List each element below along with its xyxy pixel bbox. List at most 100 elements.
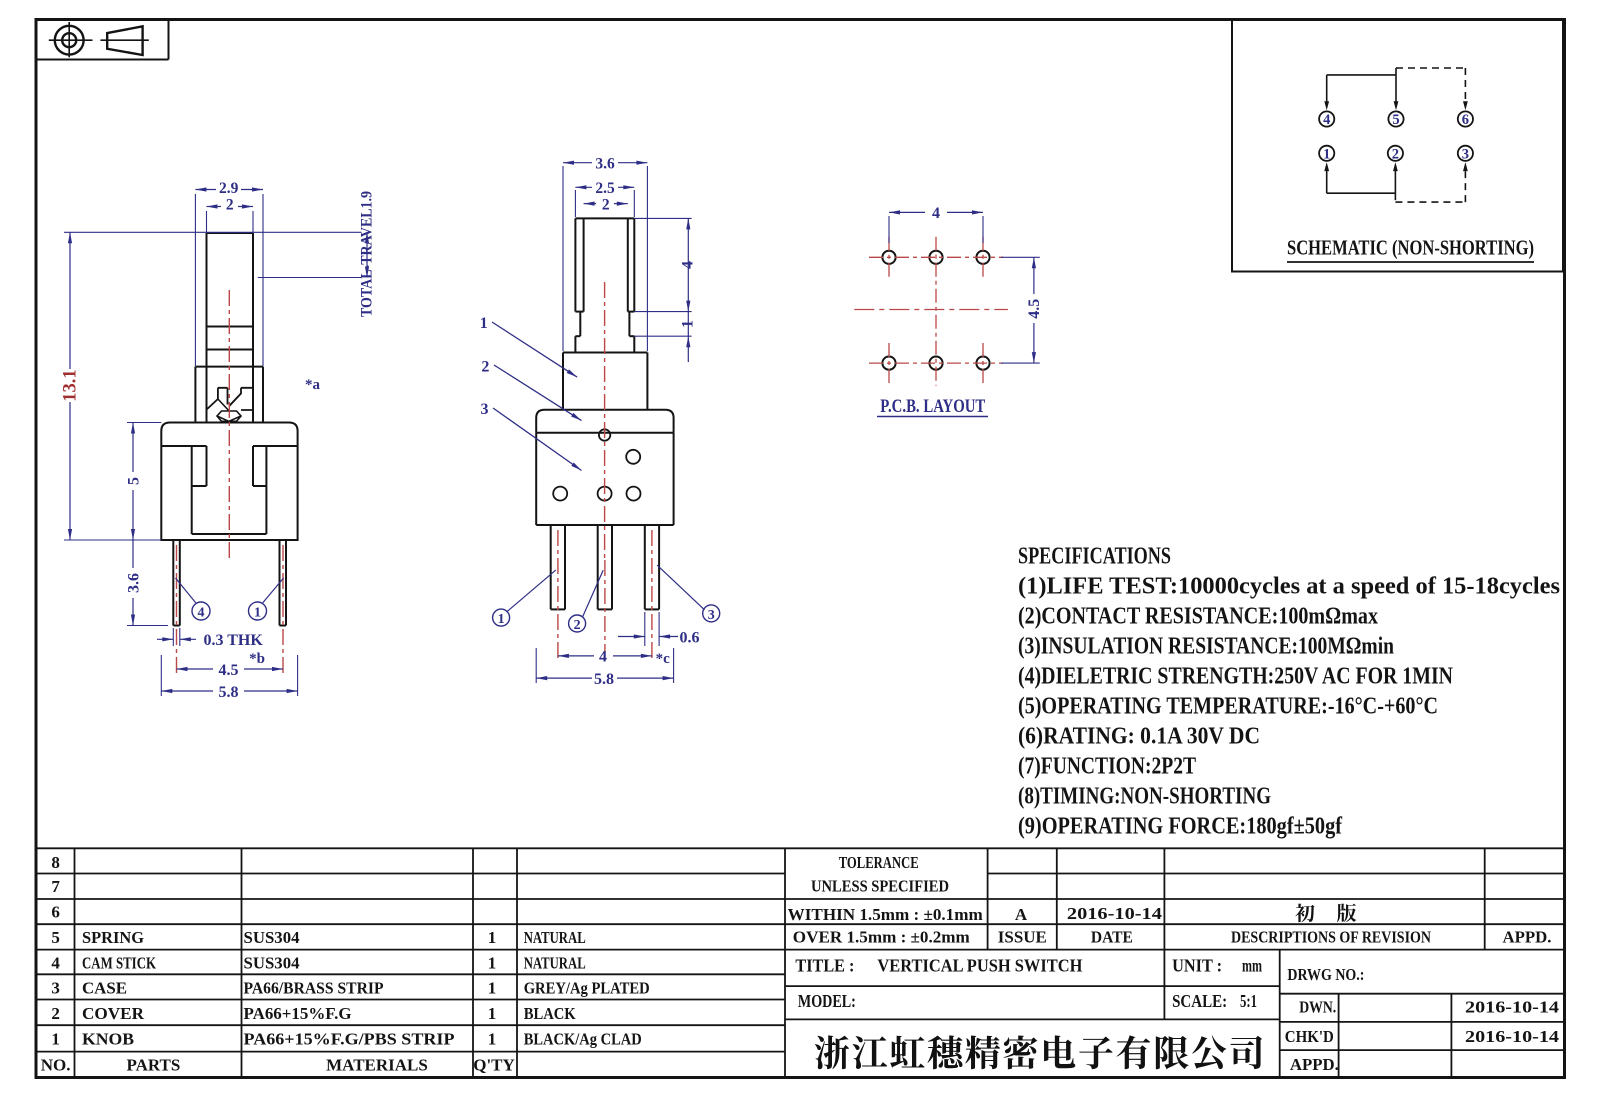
svg-text:SPRING: SPRING <box>82 928 144 947</box>
svg-text:4: 4 <box>51 953 60 972</box>
svg-text:2: 2 <box>1392 147 1399 163</box>
svg-text:4: 4 <box>1323 112 1330 128</box>
svg-text:3: 3 <box>1462 147 1469 163</box>
svg-text:DRWG NO.:: DRWG NO.: <box>1287 965 1364 984</box>
svg-text:1: 1 <box>488 953 497 972</box>
svg-text:2.9: 2.9 <box>219 180 239 197</box>
svg-text:PA66+15%F.G: PA66+15%F.G <box>244 1004 352 1023</box>
svg-text:(2)CONTACT RESISTANCE:100mΩmax: (2)CONTACT RESISTANCE:100mΩmax <box>1018 604 1378 630</box>
svg-text:(9)OPERATING FORCE:180gf±50gf: (9)OPERATING FORCE:180gf±50gf <box>1018 814 1343 840</box>
svg-text:4.5: 4.5 <box>1026 299 1043 319</box>
svg-text:APPD.: APPD. <box>1503 928 1552 947</box>
svg-text:TOTAL-TRAVEL1.9: TOTAL-TRAVEL1.9 <box>359 191 376 317</box>
svg-text:MODEL:: MODEL: <box>798 991 856 1011</box>
svg-text:DESCRIPTIONS OF REVISION: DESCRIPTIONS OF REVISION <box>1231 928 1432 947</box>
svg-text:1: 1 <box>488 1029 497 1048</box>
svg-text:BLACK: BLACK <box>524 1004 577 1023</box>
svg-text:6: 6 <box>51 903 60 922</box>
svg-text:OVER 1.5mm : ±0.2mm: OVER 1.5mm : ±0.2mm <box>793 928 970 947</box>
svg-text:5: 5 <box>1392 112 1399 128</box>
svg-text:SUS304: SUS304 <box>244 953 300 972</box>
svg-text:*c: *c <box>656 651 671 667</box>
svg-text:CAM STICK: CAM STICK <box>82 953 157 972</box>
svg-text:3: 3 <box>708 608 715 623</box>
svg-text:(5)OPERATING TEMPERATURE:-16°C: (5)OPERATING TEMPERATURE:-16°C-+60°C <box>1018 694 1438 720</box>
svg-text:13.1: 13.1 <box>61 369 81 401</box>
svg-text:2.5: 2.5 <box>595 180 615 197</box>
svg-text:(8)TIMING:NON-SHORTING: (8)TIMING:NON-SHORTING <box>1018 784 1271 810</box>
svg-text:4: 4 <box>198 606 205 621</box>
svg-text:P.C.B. LAYOUT: P.C.B. LAYOUT <box>880 396 985 417</box>
svg-text:DATE: DATE <box>1091 928 1133 947</box>
svg-text:(6)RATING: 0.1A 30V DC: (6)RATING: 0.1A 30V DC <box>1018 724 1260 750</box>
svg-text:6: 6 <box>1462 112 1469 128</box>
svg-text:SCHEMATIC (NON-SHORTING): SCHEMATIC (NON-SHORTING) <box>1287 236 1534 260</box>
svg-text:KNOB: KNOB <box>82 1029 134 1048</box>
svg-text:(7)FUNCTION:2P2T: (7)FUNCTION:2P2T <box>1018 754 1196 780</box>
svg-text:*a: *a <box>305 377 321 393</box>
svg-text:GREY/Ag PLATED: GREY/Ag PLATED <box>524 979 650 998</box>
svg-text:MATERIALS: MATERIALS <box>326 1056 428 1075</box>
svg-text:4.5: 4.5 <box>219 662 239 679</box>
svg-text:7: 7 <box>51 877 60 896</box>
svg-text:5.8: 5.8 <box>594 671 614 688</box>
svg-text:0.3 THK: 0.3 THK <box>204 632 264 649</box>
svg-text:PA66/BRASS STRIP: PA66/BRASS STRIP <box>244 979 384 998</box>
svg-text:4: 4 <box>680 261 697 269</box>
svg-text:5:1: 5:1 <box>1240 991 1257 1011</box>
svg-text:4: 4 <box>932 205 940 222</box>
svg-text:1: 1 <box>498 612 505 627</box>
svg-text:WITHIN 1.5mm : ±0.1mm: WITHIN 1.5mm : ±0.1mm <box>788 905 983 924</box>
svg-text:1: 1 <box>488 979 497 998</box>
svg-text:TITLE :: TITLE : <box>795 956 854 976</box>
svg-text:NATURAL: NATURAL <box>524 953 586 972</box>
svg-text:BLACK/Ag CLAD: BLACK/Ag CLAD <box>524 1029 642 1048</box>
svg-text:2: 2 <box>481 359 489 376</box>
svg-text:5: 5 <box>51 928 60 947</box>
svg-text:(1)LIFE TEST:10000cycles at a: (1)LIFE TEST:10000cycles at a speed of 1… <box>1018 574 1560 600</box>
svg-text:SUS304: SUS304 <box>244 928 300 947</box>
svg-text:1: 1 <box>488 1004 497 1023</box>
svg-text:NATURAL: NATURAL <box>524 928 586 947</box>
svg-text:3: 3 <box>481 401 489 418</box>
svg-text:8: 8 <box>51 853 60 872</box>
svg-text:DWN.: DWN. <box>1299 998 1336 1017</box>
svg-text:A: A <box>1015 905 1028 924</box>
svg-text:(3)INSULATION RESISTANCE:100MΩ: (3)INSULATION RESISTANCE:100MΩmin <box>1018 634 1394 660</box>
svg-text:UNIT :: UNIT : <box>1172 956 1222 976</box>
svg-text:2: 2 <box>602 197 610 214</box>
svg-text:1: 1 <box>680 320 697 328</box>
svg-text:mm: mm <box>1242 956 1262 976</box>
svg-text:CHK'D: CHK'D <box>1285 1027 1334 1046</box>
svg-text:*b: *b <box>249 651 265 667</box>
svg-text:3.6: 3.6 <box>126 573 143 593</box>
svg-text:4: 4 <box>599 649 607 666</box>
svg-text:TOLERANCE: TOLERANCE <box>839 853 919 872</box>
svg-text:2016-10-14: 2016-10-14 <box>1067 904 1163 923</box>
svg-text:APPD.: APPD. <box>1290 1055 1339 1074</box>
svg-text:PA66+15%F.G/PBS STRIP: PA66+15%F.G/PBS STRIP <box>244 1029 455 1048</box>
svg-text:2016-10-14: 2016-10-14 <box>1465 998 1560 1017</box>
svg-text:VERTICAL PUSH SWITCH: VERTICAL PUSH SWITCH <box>877 956 1082 976</box>
svg-text:1: 1 <box>488 928 497 947</box>
svg-text:0.6: 0.6 <box>680 629 700 646</box>
svg-text:UNLESS SPECIFIED: UNLESS SPECIFIED <box>811 876 949 895</box>
svg-text:2: 2 <box>51 1004 60 1023</box>
svg-text:5: 5 <box>126 477 143 485</box>
svg-text:2016-10-14: 2016-10-14 <box>1465 1027 1560 1046</box>
svg-text:NO.: NO. <box>41 1056 71 1075</box>
svg-text:CASE: CASE <box>82 979 127 998</box>
svg-text:COVER: COVER <box>82 1004 145 1023</box>
svg-text:SPECIFICATIONS: SPECIFICATIONS <box>1018 544 1171 570</box>
svg-text:2: 2 <box>226 197 234 214</box>
svg-text:3.6: 3.6 <box>595 156 615 173</box>
svg-text:(4)DIELETRIC STRENGTH:250V AC: (4)DIELETRIC STRENGTH:250V AC FOR 1MIN <box>1018 664 1454 690</box>
svg-text:Q'TY: Q'TY <box>473 1056 515 1075</box>
svg-text:1: 1 <box>254 606 261 621</box>
svg-text:SCALE:: SCALE: <box>1172 991 1227 1011</box>
svg-text:3: 3 <box>51 979 60 998</box>
svg-text:2: 2 <box>574 618 581 633</box>
svg-text:ISSUE: ISSUE <box>998 928 1047 947</box>
svg-text:1: 1 <box>51 1029 60 1048</box>
svg-text:PARTS: PARTS <box>126 1056 180 1075</box>
